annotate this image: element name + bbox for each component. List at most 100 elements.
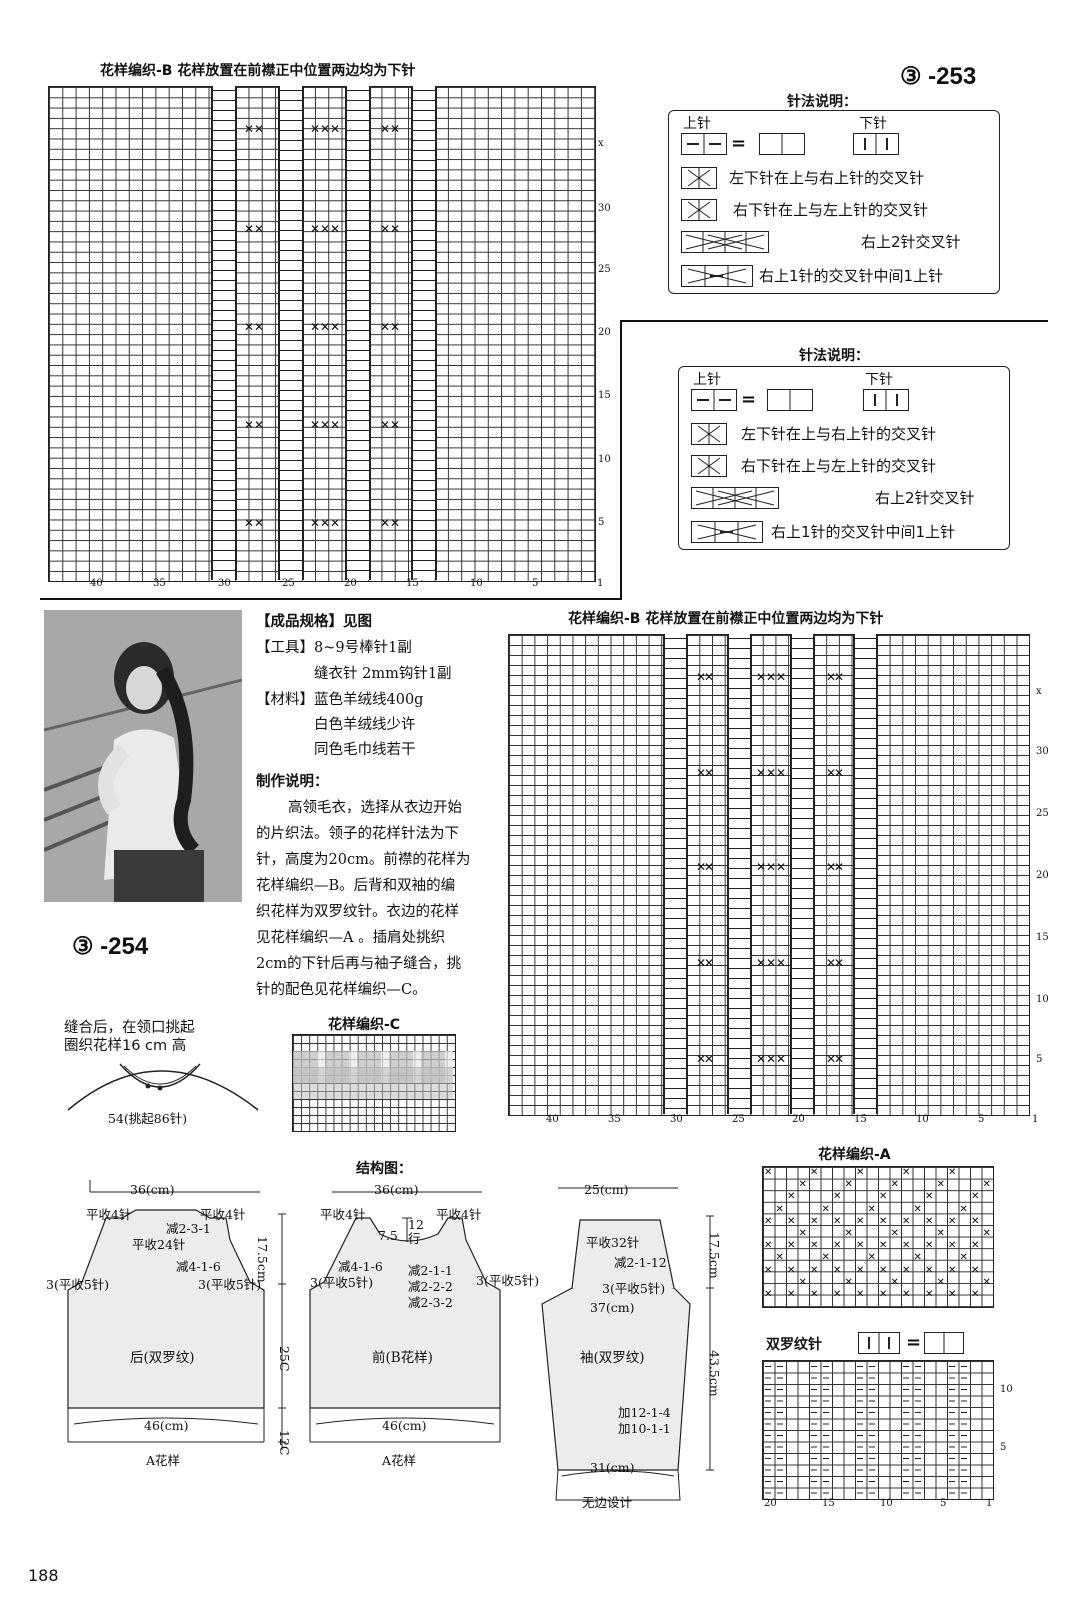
chart-a-cross-mark: ✕ — [948, 1215, 957, 1227]
chart-a-cross-mark: ✕ — [902, 1289, 911, 1300]
chart-a-cross-mark: ✕ — [890, 1228, 899, 1239]
chart-a-cross-mark: ✕ — [810, 1289, 819, 1300]
legend-item-3: 右上2针交叉针 — [861, 233, 961, 251]
cable-cross-mark: ✕ — [390, 122, 401, 136]
cable-cross-mark: ✕ — [756, 860, 767, 874]
chart-a-title: 花样编织-A — [818, 1147, 891, 1163]
sleeve-dec: 减2-1-12 — [614, 1255, 667, 1270]
knit-symbol — [853, 133, 899, 155]
chart-a-cross-mark: ✕ — [764, 1264, 773, 1276]
back-side-left: 3(平收5针) — [46, 1277, 110, 1292]
cable-cross-mark: ✕ — [320, 122, 331, 136]
chart-a-cross-mark: ✕ — [948, 1167, 957, 1178]
cable-cross-mark: ✕ — [330, 320, 341, 334]
cable-cross-mark: ✕ — [380, 516, 391, 530]
top-col-label: 30 — [218, 578, 231, 589]
chart-a-cross-mark: ✕ — [798, 1228, 807, 1239]
chart-a-cross-mark: ✕ — [787, 1289, 796, 1300]
top-chart-title: 花样编织-B 花样放置在前襟正中位置两边均为下针 — [100, 63, 416, 79]
mid-row-label: 15 — [1036, 932, 1049, 943]
chart-a-cross-mark: ✕ — [787, 1240, 796, 1252]
back-dec-1: 减2-3-1 — [166, 1221, 211, 1236]
chart-a-cross-mark: ✕ — [982, 1228, 991, 1239]
mid-row-label: 10 — [1036, 994, 1049, 1005]
instructions-line: 织花样为双罗纹针。衣边的花样 — [256, 904, 459, 920]
rib-purl-column — [949, 1361, 955, 1497]
instructions-line: 花样编织—B。后背和双袖的编 — [256, 878, 456, 894]
chart-a-cross-mark: ✕ — [913, 1203, 922, 1215]
front-neck-rows: 12行 — [408, 1217, 424, 1246]
instructions-line: 见花样编织—A 。插肩处挑织 — [256, 930, 446, 946]
chart-a-cross-mark: ✕ — [879, 1191, 888, 1203]
rib-col-label: 1 — [986, 1498, 993, 1509]
mid-row-label: 5 — [1036, 1054, 1043, 1065]
legend-title: 针法说明： — [787, 94, 857, 110]
back-right-bind: 平收4针 — [200, 1207, 246, 1222]
cable-cross-mark: ✕ — [254, 320, 265, 334]
chart-a-cross-mark: ✕ — [925, 1191, 934, 1203]
cable-cross-mark: ✕ — [330, 516, 341, 530]
cable-cross-mark: ✕ — [330, 222, 341, 236]
top-chart-purl-column — [411, 86, 437, 580]
front-dec-4: 减2-3-2 — [408, 1295, 453, 1310]
chart-a-cross-mark: ✕ — [821, 1252, 830, 1264]
top-row-label: x — [598, 138, 604, 149]
sleeve-width-mid: 37(cm) — [590, 1300, 635, 1315]
sleeve-label: 袖(双罗纹) — [580, 1350, 645, 1366]
right-cross-icon — [691, 455, 727, 477]
chart-a-cross-mark: ✕ — [925, 1289, 934, 1300]
blank-symbol — [924, 1332, 964, 1354]
chart-c-color-band — [293, 1067, 453, 1099]
cable-cross-mark: ✕ — [766, 1052, 777, 1066]
chart-a-cross-mark: ✕ — [764, 1289, 773, 1300]
rib-col-label: 15 — [822, 1498, 835, 1509]
cable-cross-mark: ✕ — [310, 418, 321, 432]
rib-purl-column — [960, 1361, 967, 1497]
cable-cross-mark: ✕ — [320, 418, 331, 432]
cable-cross-mark: ✕ — [254, 516, 265, 530]
chart-c-title: 花样编织-C — [328, 1017, 401, 1033]
mid-col-label: 30 — [670, 1114, 683, 1125]
cable-cross-mark: ✕ — [704, 956, 715, 970]
cable-cross-mark: ✕ — [696, 766, 707, 780]
rib-row-label: 5 — [1000, 1442, 1007, 1453]
back-width-top: 36(cm) — [130, 1182, 175, 1197]
chart-a-cross-mark: ✕ — [971, 1191, 980, 1203]
spec-tools: 【工具】8~9号棒针1副 — [256, 640, 412, 656]
purl-symbol — [691, 389, 737, 411]
chart-a-cross-mark: ✕ — [936, 1276, 945, 1288]
chart-a-cross-mark: ✕ — [787, 1264, 796, 1276]
cable-cross-mark: ✕ — [704, 670, 715, 684]
cable-cross-mark: ✕ — [704, 1052, 715, 1066]
mid-col-label: 5 — [978, 1114, 985, 1125]
instructions-line: 的片织法。领子的花样针法为下 — [256, 826, 459, 842]
mid-chart-title: 花样编织-B 花样放置在前襟正中位置两边均为下针 — [568, 611, 884, 627]
cable-cross-mark: ✕ — [776, 1052, 787, 1066]
mid-chart-purl-column — [727, 634, 752, 1114]
cable-cross-mark: ✕ — [244, 122, 255, 136]
back-dec-2: 减4-1-6 — [176, 1259, 221, 1274]
chart-a-cross-mark: ✕ — [867, 1252, 876, 1264]
front-dec-1: 减4-1-6 — [338, 1259, 383, 1274]
back-height-body: 25C — [277, 1346, 292, 1372]
one-stitch-cross-purl-icon — [691, 521, 763, 543]
instructions-line: 针的配色见花样编织—C。 — [256, 982, 427, 998]
chart-a-cross-mark: ✕ — [971, 1215, 980, 1227]
top-row-label: 25 — [598, 264, 611, 275]
cable-cross-mark: ✕ — [834, 956, 845, 970]
top-chart-purl-column — [278, 86, 304, 580]
front-right-bind: 平收4针 — [436, 1207, 482, 1222]
rib-purl-column — [914, 1361, 921, 1497]
cable-cross-mark: ✕ — [704, 860, 715, 874]
pattern-code-253: ③ -253 — [900, 63, 977, 90]
chart-a-cross-mark: ✕ — [844, 1228, 853, 1239]
cable-cross-mark: ✕ — [826, 766, 837, 780]
chart-a-cross-mark: ✕ — [879, 1264, 888, 1276]
spec-materials-3: 同色毛巾线若干 — [314, 742, 416, 758]
front-side-left: 3(平收5针) — [310, 1275, 374, 1290]
legend-item-2: 右下针在上与左上针的交叉针 — [733, 201, 929, 219]
cable-cross-mark: ✕ — [380, 122, 391, 136]
mid-row-label: 30 — [1036, 746, 1049, 757]
cable-cross-mark: ✕ — [390, 516, 401, 530]
back-left-bind: 平收4针 — [86, 1207, 132, 1222]
